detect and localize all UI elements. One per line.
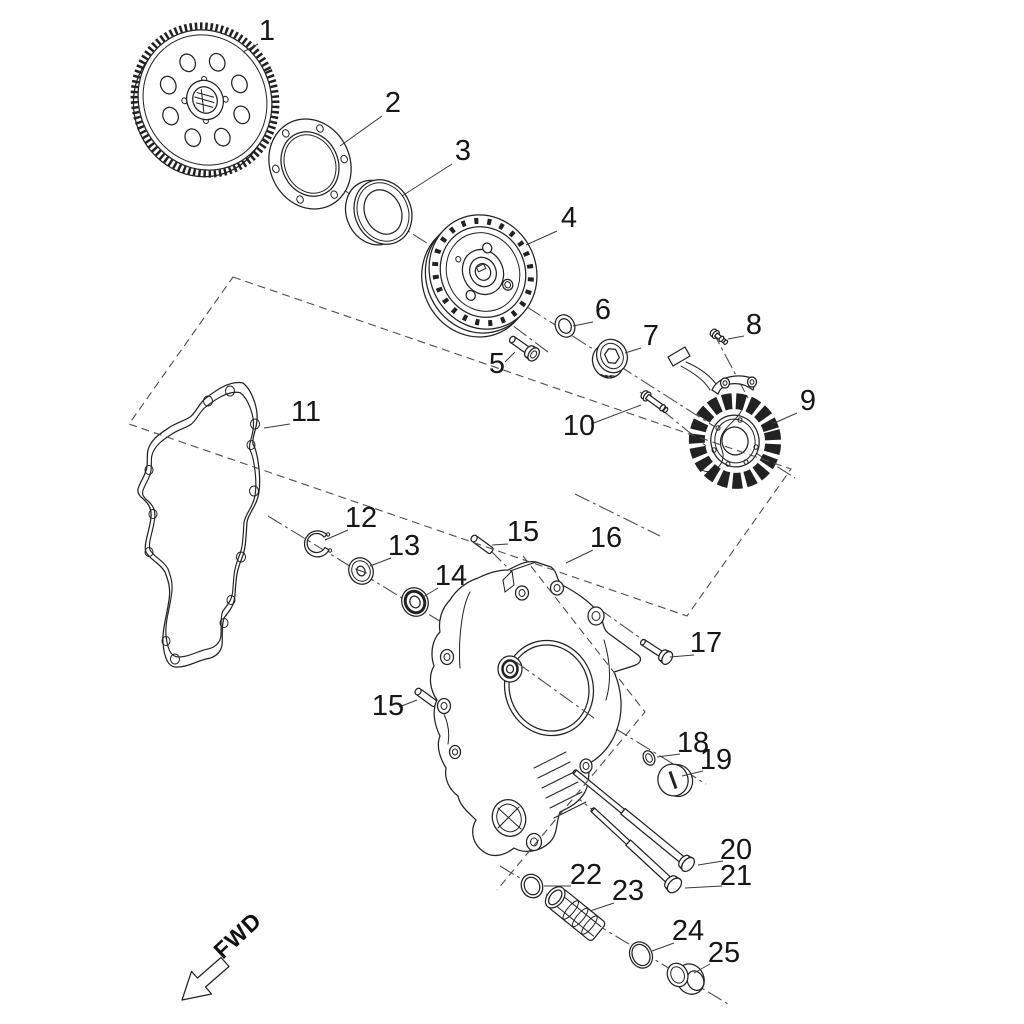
callout-5: 5 [489, 348, 505, 380]
axis-line-dowel15a [489, 549, 553, 613]
callout-19: 19 [700, 744, 732, 776]
part-13-washer [348, 557, 374, 585]
part-12-circlip [303, 530, 333, 558]
callout-12: 12 [345, 502, 377, 534]
part-24-o-ring [628, 941, 654, 969]
part-15-dowel-pin-b [414, 687, 438, 708]
part-15-dowel-pin-a [470, 534, 494, 555]
callout-21: 21 [720, 860, 752, 892]
callout-7: 7 [643, 320, 659, 352]
part-17-bolt [639, 638, 674, 665]
part-7-nut [591, 338, 629, 379]
callouts: 1 2 3 4 5 6 7 8 9 10 11 12 13 14 15 16 1… [259, 15, 816, 969]
callout-2: 2 [385, 87, 401, 119]
part-20-bolt [572, 769, 695, 873]
part-8-bolt [709, 328, 729, 345]
axis-line-bolt17 [597, 607, 651, 646]
part-1-gear [130, 22, 280, 178]
callout-4: 4 [561, 202, 577, 234]
callout-20: 20 [720, 834, 752, 866]
part-11-gasket [137, 381, 261, 668]
part-21-bolt [590, 807, 683, 894]
part-14-seal [401, 587, 429, 617]
callout-18: 18 [677, 727, 709, 759]
part-23-strainer [544, 886, 606, 941]
callout-14: 14 [435, 560, 467, 592]
part-16-cover [429, 560, 642, 857]
callout-25: 25 [708, 937, 740, 969]
part-4-flywheel-rotor [421, 214, 538, 338]
callout-17: 17 [690, 627, 722, 659]
fwd-label: FWD [208, 907, 266, 964]
stator-connector [667, 346, 691, 367]
axis-line-cover-visible [515, 661, 595, 719]
part-22-o-ring [520, 873, 544, 899]
callout-10: 10 [563, 410, 595, 442]
stator-coils [688, 393, 782, 489]
callout-3: 3 [455, 135, 471, 167]
leader-lines [242, 43, 798, 974]
callout-9: 9 [800, 385, 816, 417]
callout-8: 8 [746, 309, 762, 341]
part-18-washer [642, 750, 656, 766]
assembly-frames [128, 276, 792, 891]
part-2-ring-plate [268, 118, 352, 210]
part-19-plug [657, 763, 694, 798]
axis-line-extra [574, 493, 661, 537]
axis-line-bolt8 [711, 329, 749, 399]
callout-15a: 15 [507, 516, 539, 548]
callout-16: 16 [590, 522, 622, 554]
part-9-stator [667, 346, 782, 489]
part-10-bolt [640, 390, 669, 414]
part-3-seal-ring [344, 179, 413, 246]
part-25-cap [666, 962, 705, 995]
assembly-frame-lower [496, 555, 646, 891]
stator-wire-route [699, 397, 743, 473]
part-5-bolt [508, 335, 540, 362]
callout-24: 24 [672, 915, 704, 947]
callout-23: 23 [612, 875, 644, 907]
callout-1: 1 [259, 15, 275, 47]
callout-6: 6 [595, 294, 611, 326]
stator-wire-lead [680, 361, 717, 391]
callout-15b: 15 [372, 690, 404, 722]
fwd-direction-marker: FWD [181, 907, 267, 1001]
callout-22: 22 [570, 859, 602, 891]
callout-11: 11 [291, 396, 321, 428]
fwd-arrow-icon [181, 956, 230, 1001]
assembly-frame-upper [128, 276, 792, 617]
callout-13: 13 [388, 530, 420, 562]
part-6-washer [554, 314, 576, 338]
